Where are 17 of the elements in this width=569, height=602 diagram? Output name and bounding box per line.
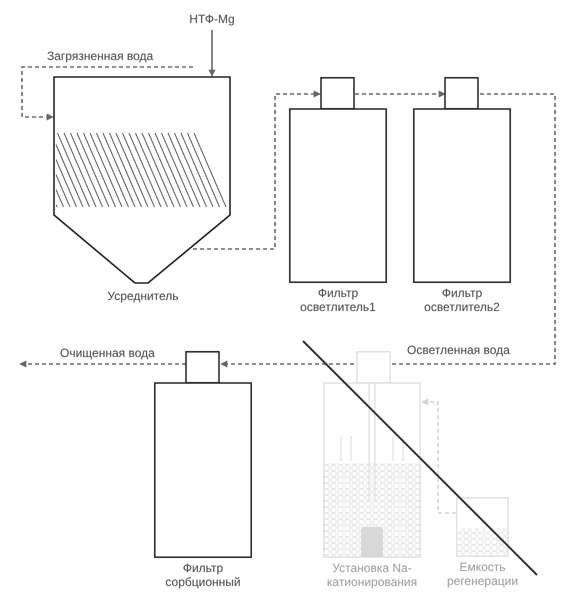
unit-label: Установка Na-катионирования	[326, 561, 418, 589]
flow-arrow	[220, 93, 556, 368]
flow-arrow	[19, 360, 186, 368]
unit-label: Фильтр осветлитель1	[299, 286, 377, 314]
flow-arrow	[21, 66, 193, 120]
unit-label: Фильтр осветлитель2	[423, 286, 501, 314]
flow-arrow	[355, 90, 446, 98]
flow-label: Очищенная вода	[58, 346, 157, 360]
unit-label: Емкость регенерации	[446, 560, 520, 588]
flow-label: Осветленная вода	[405, 343, 512, 357]
flow-arrow	[193, 90, 321, 250]
flow-arrow	[421, 398, 456, 514]
flow-label: Загрязненная вода	[45, 49, 156, 63]
unit-label: Усреднитель	[106, 289, 180, 303]
flow-arrow	[208, 30, 216, 77]
reagent-label: НТФ-Mg	[188, 12, 236, 26]
unit-label: Фильтр сорбционный	[164, 561, 242, 589]
